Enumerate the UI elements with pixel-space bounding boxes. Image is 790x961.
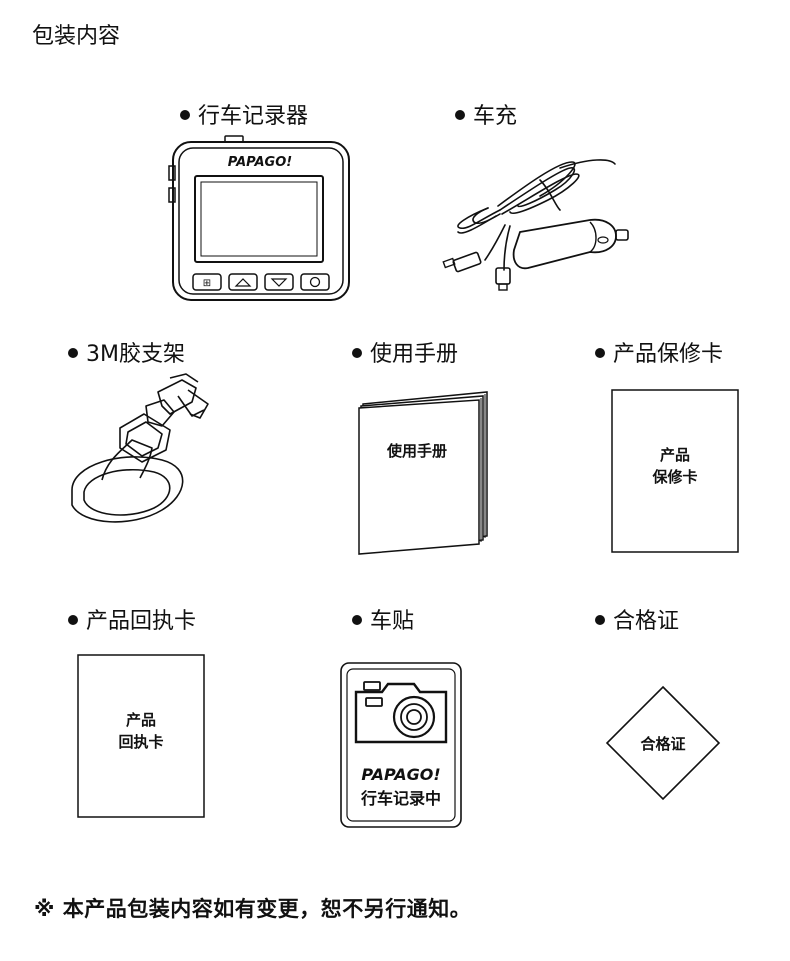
power-button <box>300 273 330 291</box>
up-arrow-icon <box>234 278 252 287</box>
suction-mount-illustration <box>71 373 209 523</box>
item-label-text: 行车记录器 <box>198 104 309 129</box>
menu-button <box>192 273 222 291</box>
footnote: ※ 本产品包装内容如有变更，恕不另行通知。 <box>34 897 472 921</box>
certificate-text: 合格证 <box>639 735 685 753</box>
receipt-card-line-2: 回执卡 <box>118 733 163 751</box>
item-label-mount: 3M胶支架 <box>68 336 185 368</box>
item-label-text: 使用手册 <box>370 342 459 367</box>
bullet-dot <box>352 348 362 358</box>
bullet-dot <box>68 615 78 625</box>
bullet-dot <box>68 348 78 358</box>
user-manual-illustration: 使用手册 <box>358 391 488 555</box>
sticker-illustration: PAPAGO! 行车记录中 <box>340 662 462 828</box>
certificate-illustration: 合格证 <box>605 685 721 801</box>
down-arrow-icon <box>270 278 288 287</box>
bullet-dot <box>595 348 605 358</box>
power-icon <box>309 276 321 288</box>
bullet-dot <box>352 615 362 625</box>
item-label-text: 3M胶支架 <box>86 342 185 367</box>
item-label-certificate: 合格证 <box>595 603 679 635</box>
mini-usb-plug-icon <box>452 251 482 273</box>
item-label-dashcam: 行车记录器 <box>180 98 308 130</box>
warranty-card-line-1: 产品 <box>660 446 690 464</box>
dashcam-illustration: PAPAGO! ⊞ <box>168 135 350 301</box>
receipt-card-illustration: 产品 回执卡 <box>77 654 205 818</box>
grid-icon: ⊞ <box>203 278 211 289</box>
bullet-dot <box>455 110 465 120</box>
item-label-receipt: 产品回执卡 <box>68 603 196 635</box>
item-label-text: 产品保修卡 <box>613 342 724 367</box>
manual-cover-text: 使用手册 <box>386 442 447 460</box>
bullet-dot <box>595 615 605 625</box>
car-charger-illustration <box>442 159 629 291</box>
receipt-card-line-1: 产品 <box>126 711 156 729</box>
warranty-card-line-2: 保修卡 <box>651 468 697 486</box>
bullet-dot <box>180 110 190 120</box>
item-label-sticker: 车贴 <box>352 603 414 635</box>
warranty-card-illustration: 产品 保修卡 <box>611 389 739 553</box>
page-title: 包装内容 <box>32 24 121 49</box>
up-button <box>228 273 258 291</box>
item-label-text: 车贴 <box>370 609 415 634</box>
item-label-text: 产品回执卡 <box>86 609 197 634</box>
item-label-text: 车充 <box>473 104 518 129</box>
sticker-text: 行车记录中 <box>360 789 441 808</box>
item-label-text: 合格证 <box>613 609 680 634</box>
charger-body <box>512 218 617 270</box>
sticker-brand: PAPAGO! <box>361 765 440 784</box>
item-label-warranty: 产品保修卡 <box>595 336 723 368</box>
device-brand-logo: PAPAGO! <box>228 155 293 170</box>
item-label-car-charger: 车充 <box>455 98 517 130</box>
camera-icon <box>354 681 448 744</box>
item-label-manual: 使用手册 <box>352 336 458 368</box>
down-button <box>264 273 294 291</box>
